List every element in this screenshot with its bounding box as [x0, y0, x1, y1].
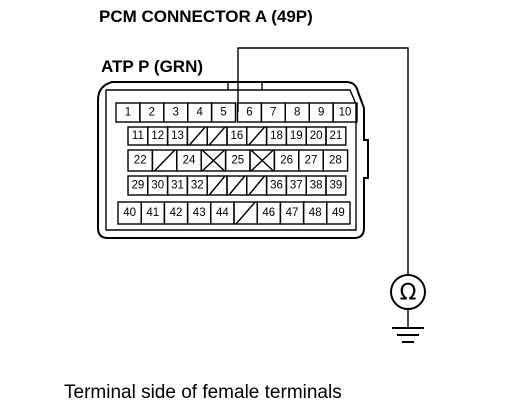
- terminal-label: ATP P (GRN): [101, 57, 203, 76]
- terminal-number: 49: [332, 207, 345, 219]
- terminal-cell: [325, 175, 347, 196]
- unused-mark: [235, 201, 256, 225]
- terminal-number: 18: [270, 130, 283, 142]
- ground-icon: [392, 327, 424, 343]
- terminal-number: 36: [270, 180, 283, 192]
- terminal-number: 42: [170, 207, 183, 219]
- terminal-number: 28: [329, 155, 342, 167]
- ohmmeter-icon: Ω: [390, 274, 426, 328]
- terminal-number: 46: [262, 207, 275, 219]
- unused-mark: [250, 149, 274, 172]
- unused-mark: [153, 149, 176, 172]
- terminal-number: 22: [134, 155, 147, 167]
- terminal-number: 2: [149, 107, 155, 119]
- terminal-number: 10: [339, 107, 352, 119]
- terminal-number: 13: [171, 130, 184, 142]
- terminal-number: 21: [330, 130, 343, 142]
- caption: Terminal side of female terminals: [64, 382, 342, 403]
- probe-wire: [237, 47, 409, 276]
- terminal-number: 39: [330, 180, 343, 192]
- terminal-number: 37: [290, 180, 303, 192]
- terminal-number: 6: [246, 107, 252, 119]
- unused-mark: [248, 126, 266, 146]
- terminal-number: 9: [318, 107, 324, 119]
- unused-mark: [208, 126, 226, 146]
- terminal-cell: [322, 149, 349, 172]
- terminal-number: 8: [294, 107, 300, 119]
- terminal-number: 38: [310, 180, 323, 192]
- terminal-number: 30: [151, 180, 164, 192]
- terminal-number: 16: [231, 130, 244, 142]
- terminal-number: 26: [280, 155, 293, 167]
- terminal-cell: [332, 102, 358, 123]
- unused-mark: [201, 149, 226, 172]
- unused-mark: [208, 175, 226, 196]
- terminal-number: 44: [216, 207, 229, 219]
- terminal-number: 48: [309, 207, 322, 219]
- terminal-number: 4: [196, 107, 203, 119]
- terminal-number: 1: [125, 107, 131, 119]
- terminal-number: 24: [183, 155, 196, 167]
- terminal-number: 31: [171, 180, 184, 192]
- terminal-number: 7: [270, 107, 276, 119]
- unused-mark: [228, 175, 246, 196]
- terminal-number: 19: [290, 130, 303, 142]
- terminal-cell: [210, 102, 237, 123]
- ohm-symbol: Ω: [400, 281, 417, 306]
- unused-mark: [248, 175, 266, 196]
- terminal-cell: [326, 201, 351, 225]
- diagram-title: PCM CONNECTOR A (49P): [99, 7, 313, 26]
- terminal-number: 27: [305, 155, 318, 167]
- terminal-number: 3: [173, 107, 179, 119]
- terminal-number: 11: [132, 130, 144, 142]
- terminal-number: 40: [123, 207, 136, 219]
- connector-housing: [97, 81, 369, 239]
- terminal-number: 5: [220, 107, 226, 119]
- terminal-number: 12: [151, 130, 164, 142]
- terminal-number: 25: [231, 155, 244, 167]
- terminal-number: 41: [146, 207, 159, 219]
- terminal-number: 20: [310, 130, 323, 142]
- terminal-number: 29: [132, 180, 145, 192]
- terminal-number: 43: [193, 207, 206, 219]
- terminal-number: 32: [191, 180, 204, 192]
- terminal-number: 47: [286, 207, 299, 219]
- terminal-cell: [325, 126, 347, 146]
- unused-mark: [188, 126, 206, 146]
